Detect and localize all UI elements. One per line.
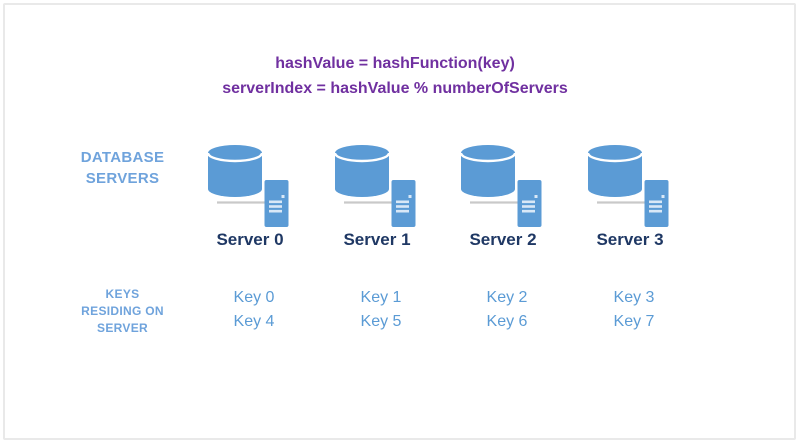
keys-residing-label: KEYS RESIDING ON SERVER [40, 286, 205, 337]
key-item: Key 1 [360, 289, 402, 306]
server-name: Server 3 [596, 230, 664, 249]
key-item: Key 4 [233, 313, 275, 330]
server-tower-icon [391, 180, 416, 227]
key-item: Key 5 [360, 313, 402, 330]
cylinder-highlight [461, 152, 517, 163]
key-list: Key 0 Key 4 [194, 286, 314, 334]
database-servers-label-line1: DATABASE [80, 149, 165, 166]
database-cylinder-icon [588, 145, 642, 197]
keys-residing-label-line3: SERVER [97, 321, 148, 335]
key-list: Key 1 Key 5 [321, 286, 441, 334]
server-column-3: Server 3 Key 3 Key 7 [570, 145, 690, 334]
server-name: Server 2 [469, 230, 537, 249]
database-server-icon [208, 145, 289, 227]
database-server-icon [461, 145, 542, 227]
database-server-icon [335, 145, 416, 227]
database-servers-label-line2: SERVERS [85, 170, 160, 187]
hash-formula-line1: hashValue = hashFunction(key) [275, 55, 515, 72]
database-cylinder-icon [461, 145, 515, 197]
key-item: Key 7 [613, 313, 655, 330]
key-list: Key 2 Key 6 [447, 286, 567, 334]
database-servers-label: DATABASE SERVERS [40, 147, 205, 189]
server-tower-icon [264, 180, 289, 227]
cylinder-highlight [335, 152, 391, 163]
server-column-1: Server 1 Key 1 Key 5 [317, 145, 437, 334]
database-cylinder-icon [335, 145, 389, 197]
hash-formula: hashValue = hashFunction(key) serverInde… [0, 51, 790, 101]
keys-residing-label-line2: RESIDING ON [81, 304, 164, 318]
key-item: Key 0 [233, 289, 275, 306]
database-server-icon [588, 145, 669, 227]
server-column-2: Server 2 Key 2 Key 6 [443, 145, 563, 334]
hash-formula-line2: serverIndex = hashValue % numberOfServer… [222, 80, 568, 97]
key-list: Key 3 Key 7 [574, 286, 694, 334]
key-item: Key 2 [486, 289, 528, 306]
key-item: Key 6 [486, 313, 528, 330]
key-item: Key 3 [613, 289, 655, 306]
server-tower-icon [644, 180, 669, 227]
cylinder-highlight [588, 152, 644, 163]
cylinder-highlight [208, 152, 264, 163]
database-cylinder-icon [208, 145, 262, 197]
server-name: Server 1 [343, 230, 411, 249]
server-name: Server 0 [216, 230, 284, 249]
keys-residing-label-line1: KEYS [105, 287, 140, 301]
server-column-0: Server 0 Key 0 Key 4 [190, 145, 310, 334]
server-tower-icon [517, 180, 542, 227]
